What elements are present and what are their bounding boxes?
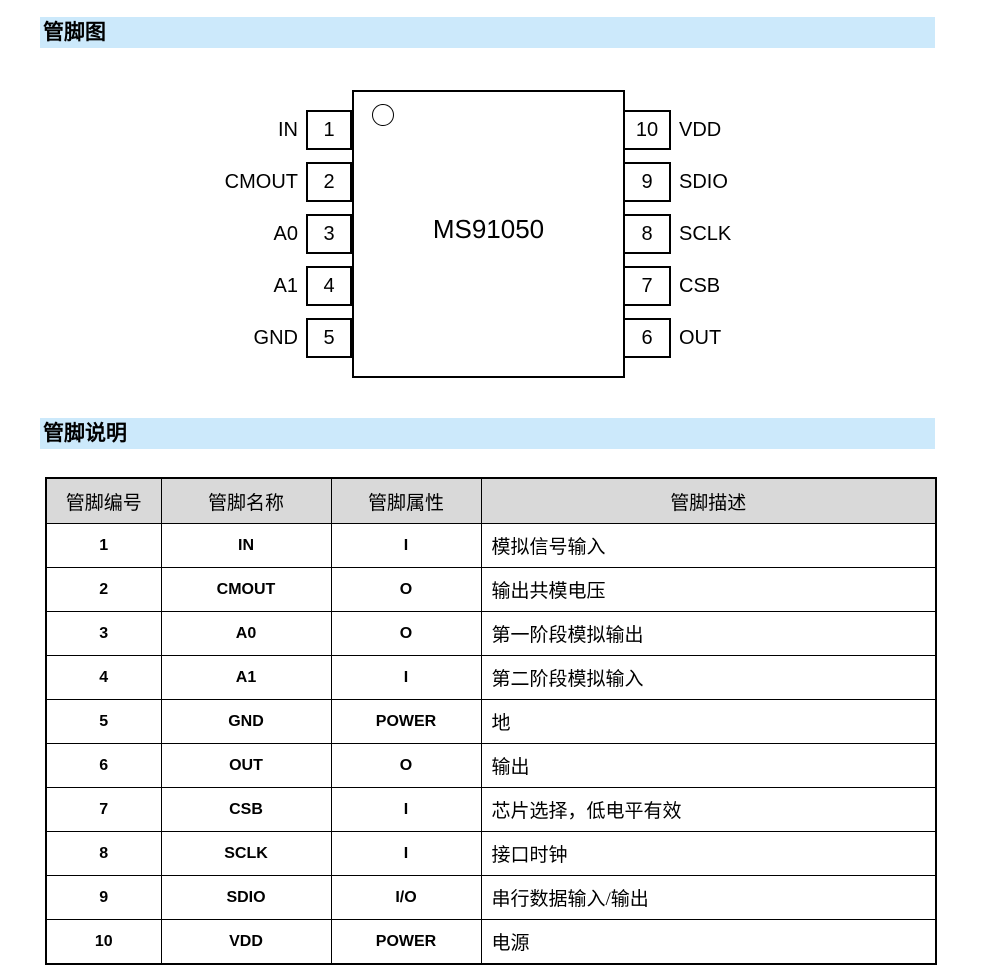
- pin-number-cell: 8: [45, 831, 162, 876]
- pin-label: VDD: [679, 119, 722, 141]
- table-row: 2 CMOUT O 输出共模电压: [45, 567, 937, 612]
- pin-box: 3: [306, 214, 352, 254]
- table-row: 1 IN I 模拟信号输入: [45, 523, 937, 568]
- pin-number-cell: 2: [45, 567, 162, 612]
- pin-row-right-10: 10 VDD: [0, 110, 983, 150]
- pin-box: 10: [623, 110, 671, 150]
- pin-description-cell: 地: [480, 699, 937, 744]
- pin-number-cell: 10: [45, 919, 162, 965]
- section-title-pin-diagram: 管脚图: [40, 17, 935, 48]
- pin-box: 7: [623, 266, 671, 306]
- pin-label: IN: [278, 119, 298, 141]
- table-row: 4 A1 I 第二阶段模拟输入: [45, 655, 937, 700]
- pin-row-left-2: CMOUT 2: [0, 162, 983, 202]
- table-row: 7 CSB I 芯片选择，低电平有效: [45, 787, 937, 832]
- pin-attribute-cell: I: [330, 787, 482, 832]
- pin-number-cell: 3: [45, 611, 162, 656]
- pin-name-cell: A0: [160, 611, 332, 656]
- pin-row-left-5: GND 5: [0, 318, 983, 358]
- pin-description-cell: 接口时钟: [480, 831, 937, 876]
- pin-label: SDIO: [679, 171, 728, 193]
- pin-number-cell: 5: [45, 699, 162, 744]
- pin-number-cell: 4: [45, 655, 162, 700]
- pin-attribute-cell: I: [330, 523, 482, 568]
- pin-attribute-cell: POWER: [330, 699, 482, 744]
- chip-body: MS91050: [352, 90, 625, 378]
- pin-box: 4: [306, 266, 352, 306]
- pin-row-right-7: 7 CSB: [0, 266, 983, 306]
- pin-number-cell: 6: [45, 743, 162, 788]
- pin-number-cell: 1: [45, 523, 162, 568]
- column-header-pin-attribute: 管脚属性: [330, 477, 482, 524]
- pin-name-cell: A1: [160, 655, 332, 700]
- table-row: 3 A0 O 第一阶段模拟输出: [45, 611, 937, 656]
- pin-name-cell: SCLK: [160, 831, 332, 876]
- pin-attribute-cell: POWER: [330, 919, 482, 965]
- pin-diagram: MS91050 IN 1 CMOUT 2 A0 3 A1 4 GND 5 10 …: [0, 48, 983, 418]
- column-header-pin-number: 管脚编号: [45, 477, 162, 524]
- pin-box: 1: [306, 110, 352, 150]
- pin-box: 6: [623, 318, 671, 358]
- pin-attribute-cell: O: [330, 743, 482, 788]
- pin-attribute-cell: O: [330, 567, 482, 612]
- pin-name-cell: SDIO: [160, 875, 332, 920]
- pin-box: 8: [623, 214, 671, 254]
- pin-description-cell: 输出: [480, 743, 937, 788]
- table-row: 8 SCLK I 接口时钟: [45, 831, 937, 876]
- pin-description-cell: 串行数据输入/输出: [480, 875, 937, 920]
- pin-row-right-9: 9 SDIO: [0, 162, 983, 202]
- pin-attribute-cell: I: [330, 655, 482, 700]
- pin-row-left-3: A0 3: [0, 214, 983, 254]
- pin-row-left-1: IN 1: [0, 110, 983, 150]
- pin-row-right-6: 6 OUT: [0, 318, 983, 358]
- pin-label: A1: [273, 275, 298, 297]
- chip-name: MS91050: [432, 214, 545, 244]
- pin-description-table: 管脚编号 管脚名称 管脚属性 管脚描述 1 IN I 模拟信号输入 2 CMOU…: [45, 477, 937, 965]
- pin-box: 9: [623, 162, 671, 202]
- table-header-row: 管脚编号 管脚名称 管脚属性 管脚描述: [45, 477, 937, 524]
- section-title-pin-description: 管脚说明: [40, 418, 935, 449]
- pin1-indicator-circle-icon: [372, 104, 394, 126]
- pin-number-cell: 9: [45, 875, 162, 920]
- pin-description-cell: 第一阶段模拟输出: [480, 611, 937, 656]
- table-row: 6 OUT O 输出: [45, 743, 937, 788]
- column-header-pin-name: 管脚名称: [160, 477, 332, 524]
- pin-row-right-8: 8 SCLK: [0, 214, 983, 254]
- table-row: 10 VDD POWER 电源: [45, 919, 937, 965]
- pin-attribute-cell: I: [330, 831, 482, 876]
- pin-label: CMOUT: [224, 171, 298, 193]
- pin-description-cell: 输出共模电压: [480, 567, 937, 612]
- pin-name-cell: GND: [160, 699, 332, 744]
- table-row: 9 SDIO I/O 串行数据输入/输出: [45, 875, 937, 920]
- pin-label: CSB: [679, 275, 721, 297]
- pin-label: OUT: [679, 327, 722, 349]
- pin-description-cell: 芯片选择，低电平有效: [480, 787, 937, 832]
- pin-name-cell: IN: [160, 523, 332, 568]
- pin-label: A0: [273, 223, 298, 245]
- pin-name-cell: CMOUT: [160, 567, 332, 612]
- pin-attribute-cell: O: [330, 611, 482, 656]
- pin-description-cell: 模拟信号输入: [480, 523, 937, 568]
- pin-box: 2: [306, 162, 352, 202]
- pin-label: SCLK: [679, 223, 732, 245]
- pin-description-cell: 第二阶段模拟输入: [480, 655, 937, 700]
- pin-name-cell: CSB: [160, 787, 332, 832]
- table-row: 5 GND POWER 地: [45, 699, 937, 744]
- column-header-pin-description: 管脚描述: [480, 477, 937, 524]
- pin-description-cell: 电源: [480, 919, 937, 965]
- pin-number-cell: 7: [45, 787, 162, 832]
- pin-row-left-4: A1 4: [0, 266, 983, 306]
- pin-name-cell: OUT: [160, 743, 332, 788]
- pin-attribute-cell: I/O: [330, 875, 482, 920]
- pin-box: 5: [306, 318, 352, 358]
- pin-label: GND: [253, 327, 298, 349]
- pin-name-cell: VDD: [160, 919, 332, 965]
